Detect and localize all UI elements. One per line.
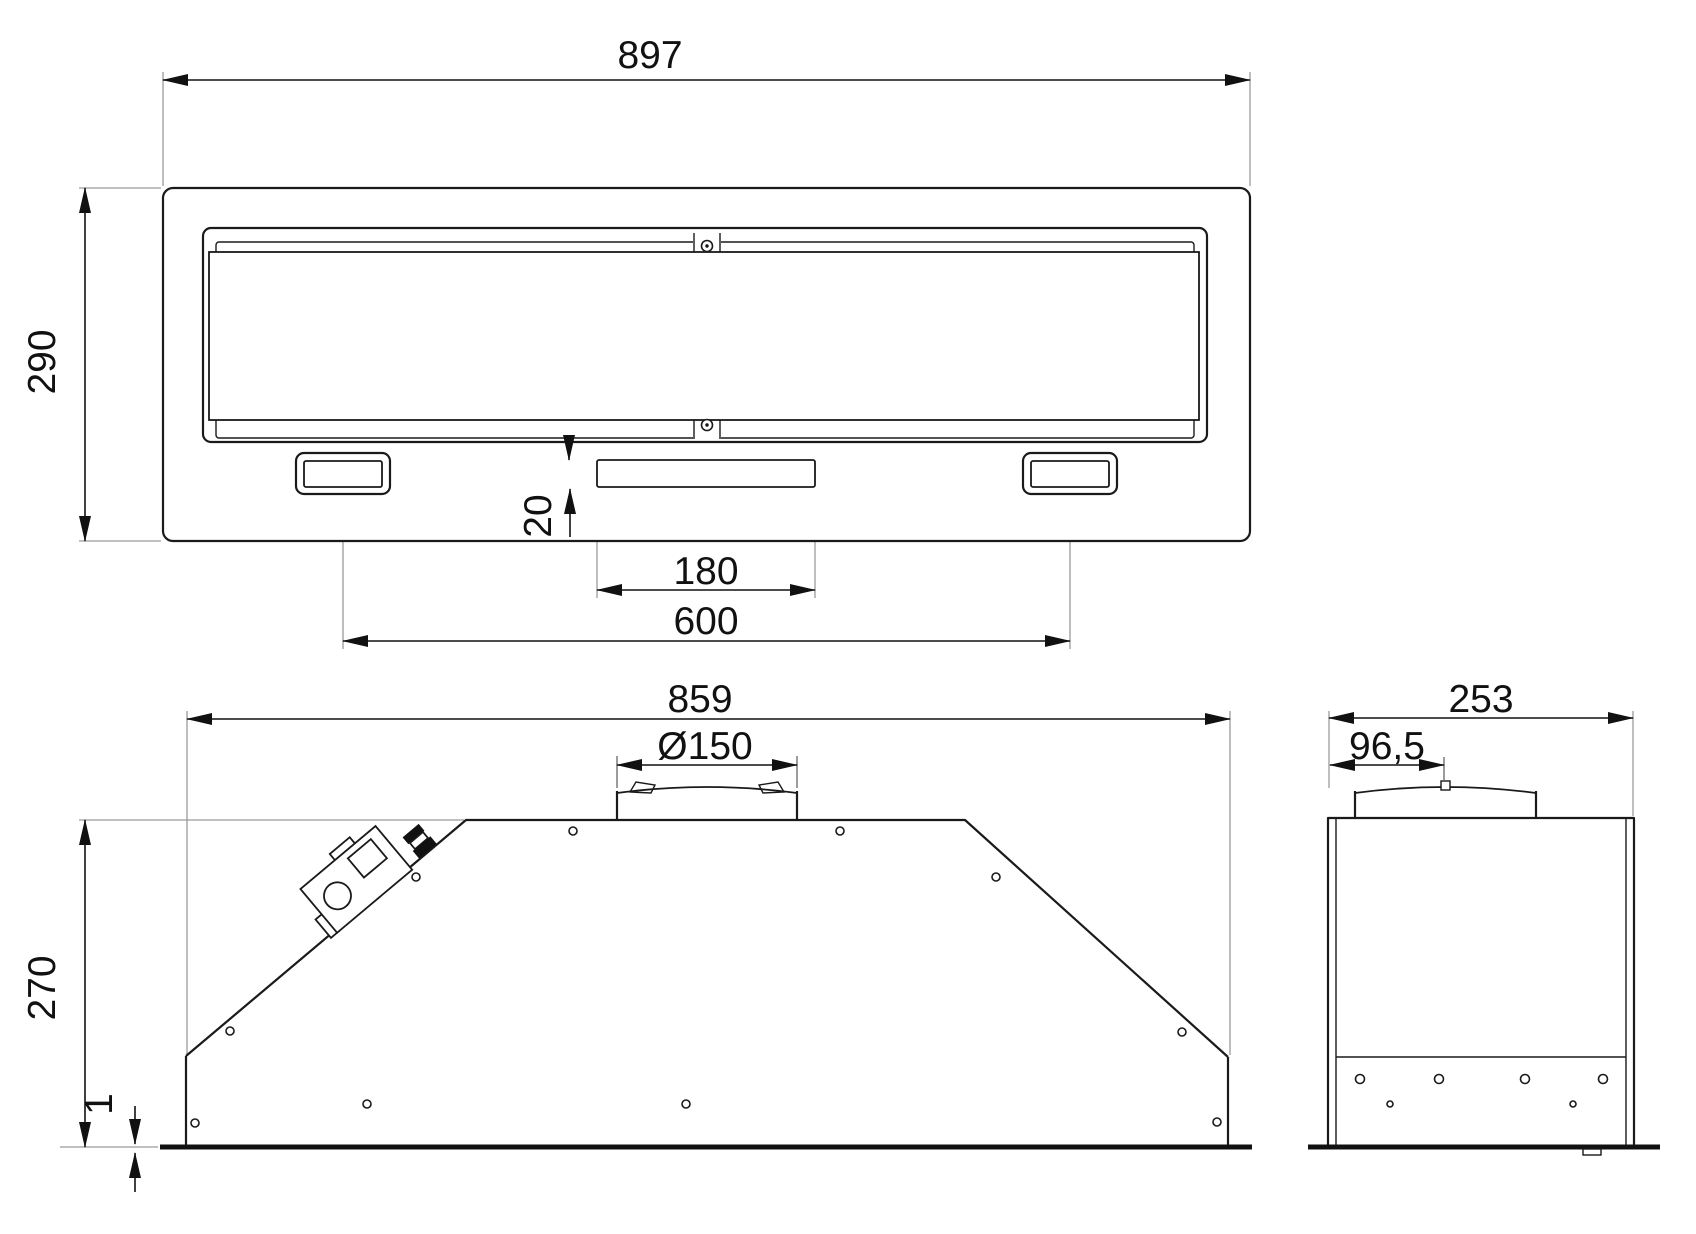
dim-body-height-label: 270 <box>21 955 64 1020</box>
hood-front-outline <box>184 818 1230 1146</box>
dim-overall-depth-label: 290 <box>21 329 64 394</box>
cable-gland <box>402 823 437 859</box>
rivet-hole <box>1354 1073 1366 1085</box>
hood-side-outline <box>1326 816 1636 1149</box>
rivet-hole <box>411 872 421 882</box>
rivet-hole <box>362 1099 372 1109</box>
dim-lamp-spacing-label: 600 <box>673 600 738 643</box>
dim-duct-diameter-label: Ø150 <box>657 725 752 768</box>
dim-handle-height-label: 20 <box>517 494 560 537</box>
duct-collar-clip-right <box>757 781 786 794</box>
rivet-hole <box>1569 1100 1577 1108</box>
side-view: 253 96,5 <box>1308 678 1660 1156</box>
filter-screw-top-dot <box>705 244 709 248</box>
lamp-left-outer <box>294 451 392 496</box>
rivet-hole <box>1433 1073 1445 1085</box>
dim-handle-width-label: 180 <box>673 550 738 593</box>
filter-screw-bottom-dot <box>705 423 709 427</box>
handle-strip <box>596 459 816 488</box>
duct-collar-clip-left <box>628 781 657 794</box>
grease-filter-frame <box>201 226 1209 444</box>
rivet-hole <box>991 872 1001 882</box>
control-box-knob <box>323 881 352 911</box>
side-bottom-tab <box>1582 1148 1602 1156</box>
lamp-left-inner <box>303 460 383 488</box>
rivet-hole <box>1386 1100 1394 1108</box>
control-box-body <box>299 824 414 934</box>
rivet-hole <box>681 1099 691 1109</box>
dim-duct-offset-label: 96,5 <box>1349 725 1425 768</box>
duct-collar-top-arc <box>616 786 798 794</box>
side-duct-collar-pin <box>1440 780 1451 791</box>
dim-flange-thickness-label: 1 <box>78 1093 121 1115</box>
control-box-window <box>346 837 389 879</box>
grease-filter-panel <box>208 251 1200 421</box>
rivet-hole <box>1177 1027 1187 1037</box>
rivet-hole <box>1519 1073 1531 1085</box>
cable-gland-base <box>412 836 437 859</box>
lamp-right-outer <box>1021 451 1119 496</box>
dim-body-width-label: 859 <box>667 678 732 721</box>
bottom-view: 897 290 20 180 600 <box>21 34 1252 649</box>
dim-overall-width-label: 897 <box>617 34 682 77</box>
rivet-hole <box>835 826 845 836</box>
rivet-hole <box>568 826 578 836</box>
cable-gland-cap <box>402 823 425 845</box>
rivet-hole <box>1212 1117 1222 1127</box>
control-box <box>299 824 414 940</box>
lamp-right-inner <box>1030 460 1110 488</box>
rivet-hole <box>225 1026 235 1036</box>
dim-body-depth-label: 253 <box>1448 678 1513 721</box>
rivet-hole <box>1597 1073 1609 1085</box>
front-view: 859 Ø150 270 1 <box>21 678 1252 1192</box>
rivet-hole <box>190 1118 200 1128</box>
